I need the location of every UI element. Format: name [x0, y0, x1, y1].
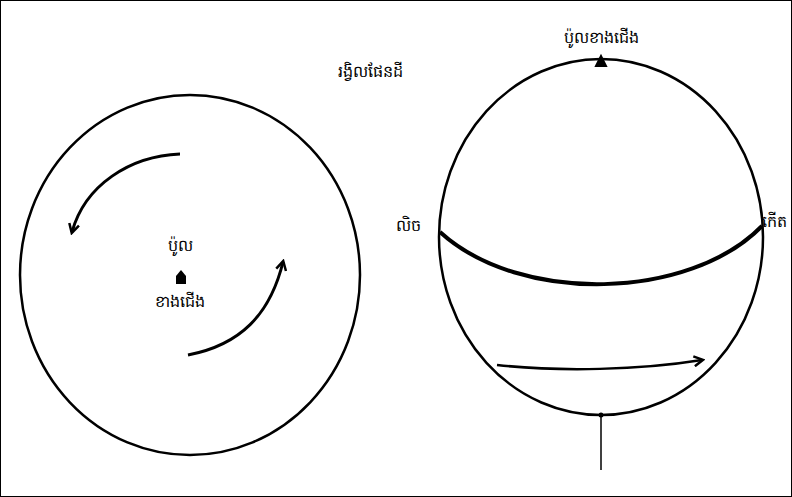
equator-line [440, 226, 762, 284]
direction-label: លិច [396, 216, 421, 237]
direction-label: កើត [762, 212, 787, 233]
pole-mark [596, 56, 606, 66]
diagram-title: រង្វិលផែនដី [338, 62, 403, 83]
top-view-circle [20, 95, 360, 455]
rotation-arrow [497, 360, 702, 369]
south-pole-dot [599, 413, 604, 418]
pole-label: ប៉ូល [168, 236, 193, 257]
pole-dot [176, 270, 186, 284]
pole-label: ខាងជើង [155, 292, 205, 313]
pole-label: ប៉ូលខាងជើង [564, 28, 639, 49]
earth-sphere [439, 59, 763, 415]
rotation-arrow [72, 154, 180, 232]
earth-axis [600, 415, 602, 470]
